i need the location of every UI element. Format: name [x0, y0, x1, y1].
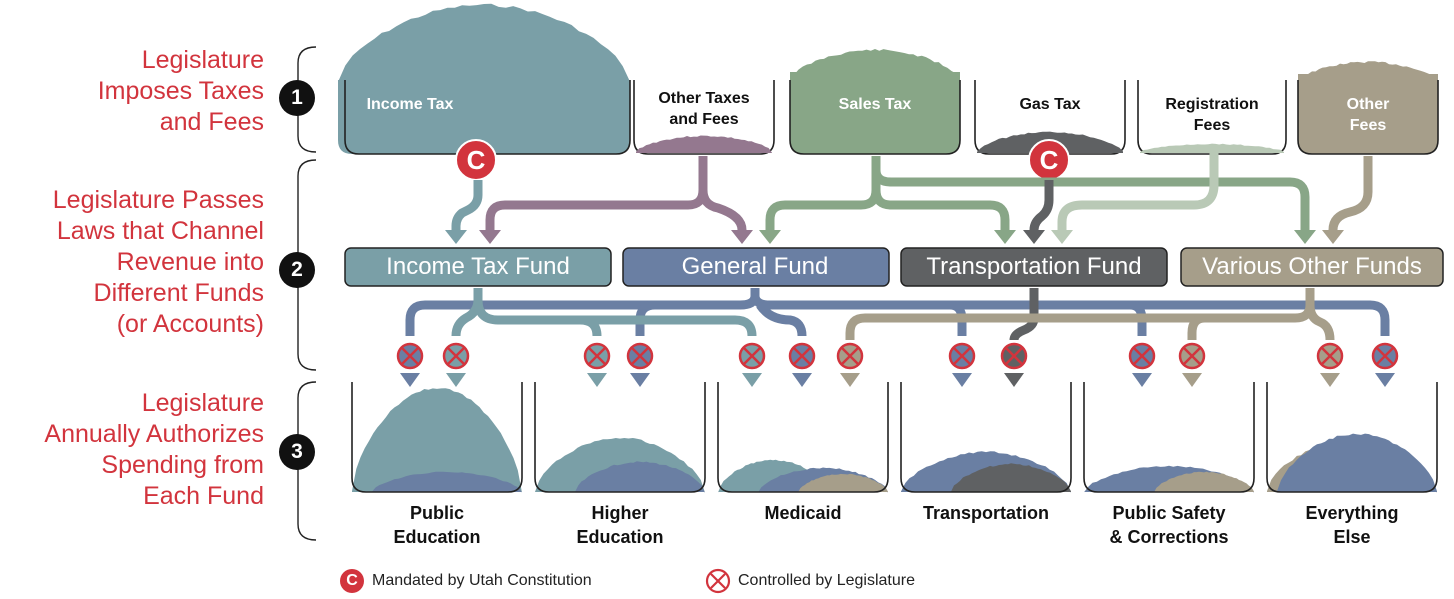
sales-tax-mound [790, 49, 960, 81]
income-tax-fill-body [338, 80, 630, 154]
fund-other-bar [1180, 247, 1444, 287]
other-fees-body [1298, 74, 1438, 154]
public-ed-income-mound [352, 388, 522, 493]
stage-2-number: 2 [279, 252, 315, 288]
fund-income-tax: Income Tax Fund [386, 253, 570, 280]
legend-constitution-circle [340, 569, 364, 593]
arrow-other-income [479, 230, 501, 244]
flow-income-higher [473, 299, 602, 337]
stage-2-title: Legislature Passes Laws that Channel Rev… [52, 186, 264, 338]
legend-legislature-label: Controlled by Legislature [738, 572, 915, 589]
spend-public-safety: Public Safety& Corrections [1109, 503, 1229, 547]
spending-container-3 [900, 382, 1072, 493]
valve-else-other [1316, 342, 1344, 387]
flow-income-to-fund [451, 180, 483, 231]
flow-sales-general [765, 156, 881, 230]
arrow-sales-general [759, 230, 781, 244]
arrow-sales-transport [994, 230, 1016, 244]
arrow-otherfees-other [1322, 230, 1344, 244]
spend-transportation: Transportation [922, 503, 1049, 523]
valve-medicaid-other [836, 342, 864, 387]
stage-1-number: 1 [279, 80, 315, 116]
arrow-income-fund [445, 230, 467, 244]
valve-else-general [1371, 342, 1399, 387]
transport-gas-mound [951, 463, 1071, 492]
valve-medicaid-general [788, 342, 816, 387]
constitution-badge-income: C [466, 145, 486, 175]
source-other-taxes: Other Taxes and Fees [658, 90, 750, 128]
fund-general-bar [622, 247, 890, 287]
spending-container-5 [1266, 382, 1438, 493]
arrow-registration-transport [1051, 230, 1073, 244]
stage-3-number: 3 [279, 434, 315, 470]
flow-income-medicaid [580, 315, 757, 337]
legend-valve-icon [705, 568, 731, 594]
other-fees-container [1297, 80, 1439, 155]
source-gas-tax: Gas Tax [1019, 96, 1081, 113]
flow-income-public [451, 288, 483, 337]
medicaid-other-mound [798, 473, 888, 493]
safety-other-mound [1154, 471, 1254, 493]
valve-transport-fund [1000, 342, 1028, 387]
arrow-other-general [731, 230, 753, 244]
flow-registration-transport [1057, 146, 1219, 230]
flow-sales-other [871, 169, 1310, 230]
sales-tax-container [789, 80, 961, 155]
flow-general-else [750, 295, 1390, 336]
fund-general: General Fund [681, 253, 829, 280]
valve-medicaid-income [738, 342, 766, 387]
spending-container-1 [534, 382, 706, 493]
valve-transport-general [948, 342, 976, 387]
else-general-mound [1277, 433, 1437, 492]
fund-transport-bar [900, 247, 1168, 287]
fund-various-other: Various Other Funds [1202, 253, 1422, 280]
flow-otherfees-other [1328, 156, 1373, 231]
legend-constitution-icon: C [346, 572, 358, 589]
source-other-fees: Other Fees [1346, 96, 1390, 134]
fund-income-bar [344, 247, 612, 287]
valve-public-general [396, 342, 424, 387]
valve-public-income [442, 342, 470, 387]
flow-other-safety [1187, 313, 1295, 340]
stage-1-title: Legislature Imposes Taxes and Fees [97, 46, 264, 136]
arrow-sales-other [1294, 230, 1316, 244]
source-sales-tax: Sales Tax [838, 96, 912, 113]
arrow-gas-transport [1023, 230, 1045, 244]
other-taxes-container [633, 80, 775, 155]
flow-other-taxes-right [698, 189, 747, 231]
other-taxes-mound [636, 135, 772, 153]
public-ed-general-mound [372, 471, 522, 493]
stage-3-title: Legislature Annually Authorizes Spending… [44, 389, 264, 510]
other-fees-mound [1298, 61, 1438, 83]
flow-gas-transport [1029, 180, 1054, 231]
spend-medicaid: Medicaid [764, 503, 842, 523]
source-registration-fees: Registration Fees [1165, 96, 1259, 134]
spending-container-0 [351, 382, 523, 493]
spending-container-2 [717, 382, 889, 493]
flow-other-taxes-left [485, 156, 708, 230]
flow-sales-transport [871, 189, 1010, 230]
valve-higher-general [626, 342, 654, 387]
higher-ed-general-mound [575, 461, 705, 493]
flow-other-else [1305, 304, 1335, 341]
legend-constitution-label: Mandated by Utah Constitution [372, 572, 592, 589]
flow-general-medicaid [756, 302, 807, 337]
source-income-tax: Income Tax [366, 96, 454, 113]
valve-higher-income [583, 342, 611, 387]
fund-transportation: Transportation Fund [926, 253, 1142, 280]
constitution-badge-gas: C [1039, 145, 1059, 175]
valve-safety-other [1178, 342, 1206, 387]
income-tax-mound [338, 3, 630, 82]
valve-safety-general [1128, 342, 1156, 387]
sales-tax-body [790, 72, 960, 154]
spending-container-4 [1083, 382, 1255, 493]
